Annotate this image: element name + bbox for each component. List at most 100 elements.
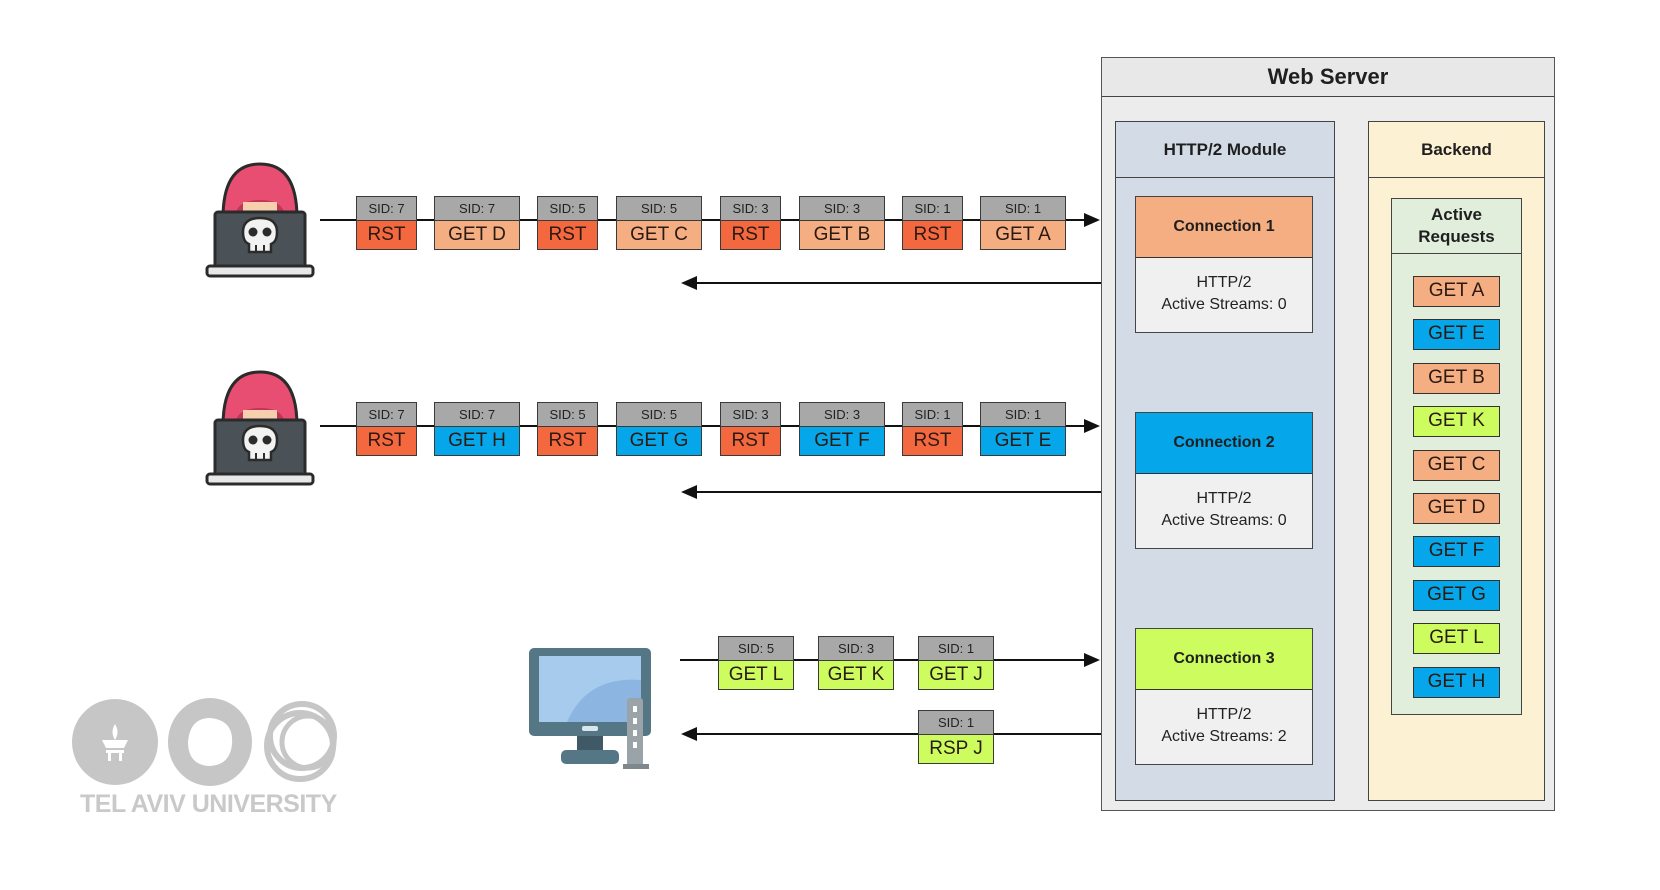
- frame-type-label: RST: [356, 220, 417, 250]
- stream-id-label: SID: 1: [980, 402, 1066, 426]
- stream-id-label: SID: 1: [918, 636, 994, 660]
- stream-id-label: SID: 3: [720, 196, 781, 220]
- active-requests-title: Active Requests: [1392, 199, 1521, 254]
- stream-id-label: SID: 5: [537, 196, 598, 220]
- university-name: TEL AVIV UNIVERSITY: [80, 790, 337, 818]
- frame-type-label: GET B: [799, 220, 885, 250]
- connection-title: Connection 2: [1136, 413, 1312, 474]
- frame-type-label: GET A: [980, 220, 1066, 250]
- response-arrow-line-2: [693, 491, 1101, 493]
- arrow-head-left-icon: [681, 276, 697, 290]
- frame-type-label: GET F: [799, 426, 885, 456]
- active-request-item: GET A: [1413, 276, 1500, 307]
- request-arrow-line-2: [320, 425, 1090, 427]
- frame-type-label: GET C: [616, 220, 702, 250]
- stream-id-label: SID: 7: [356, 196, 417, 220]
- frame-type-label: RST: [356, 426, 417, 456]
- arrow-head-right-icon: [1084, 653, 1100, 667]
- frame-type-label: GET K: [818, 660, 894, 690]
- arrow-head-right-icon: [1084, 419, 1100, 433]
- stream-id-label: SID: 7: [434, 402, 520, 426]
- arrow-head-right-icon: [1084, 213, 1100, 227]
- hacker-laptop-icon: [205, 370, 315, 486]
- arrow-head-left-icon: [681, 727, 697, 741]
- stream-id-label: SID: 1: [902, 196, 963, 220]
- active-request-item: GET L: [1413, 623, 1500, 655]
- stream-id-label: SID: 3: [818, 636, 894, 660]
- frame-type-label: GET L: [718, 660, 794, 690]
- client: [527, 646, 657, 772]
- connection-2: Connection 2 HTTP/2 Active Streams: 0: [1135, 412, 1313, 549]
- frame-type-label: RST: [720, 220, 781, 250]
- http2-module-title: HTTP/2 Module: [1116, 122, 1334, 178]
- attacker-2: [205, 368, 315, 490]
- active-request-item: GET G: [1413, 579, 1500, 611]
- desktop-computer-icon: [529, 648, 651, 769]
- stream-id-label: SID: 7: [356, 402, 417, 426]
- web-server-title: Web Server: [1102, 58, 1554, 97]
- connection-active-streams: Active Streams: 0: [1161, 296, 1287, 313]
- stream-id-label: SID: 1: [918, 710, 994, 734]
- connection-title: Connection 3: [1136, 629, 1312, 690]
- connection-info: HTTP/2 Active Streams: 0: [1136, 474, 1312, 532]
- stream-id-label: SID: 5: [537, 402, 598, 426]
- active-request-item: GET D: [1413, 493, 1500, 524]
- stream-id-label: SID: 7: [434, 196, 520, 220]
- frame-type-label: RST: [902, 220, 963, 250]
- tel-aviv-university-logo: [70, 696, 350, 788]
- request-arrow-line-1: [320, 219, 1090, 221]
- active-request-item: GET K: [1413, 406, 1500, 438]
- hacker-laptop-icon: [205, 162, 315, 278]
- connection-title: Connection 1: [1136, 197, 1312, 258]
- stream-id-label: SID: 5: [616, 402, 702, 426]
- backend-title: Backend: [1369, 122, 1544, 178]
- active-request-item: GET B: [1413, 362, 1500, 394]
- active-request-item: GET C: [1413, 449, 1500, 481]
- frame-type-label: GET G: [616, 426, 702, 456]
- stream-id-label: SID: 3: [720, 402, 781, 426]
- frame-type-label: GET J: [918, 660, 994, 690]
- stream-id-label: SID: 1: [980, 196, 1066, 220]
- stream-id-label: SID: 1: [902, 402, 963, 426]
- response-arrow-line-1: [693, 282, 1101, 284]
- frame-type-label: RSP J: [918, 734, 994, 764]
- connection-protocol: HTTP/2: [1196, 274, 1252, 291]
- frame-type-label: RST: [902, 426, 963, 456]
- connection-active-streams: Active Streams: 2: [1161, 728, 1287, 745]
- connection-protocol: HTTP/2: [1196, 706, 1252, 723]
- frame-type-label: RST: [537, 220, 598, 250]
- connection-info: HTTP/2 Active Streams: 2: [1136, 690, 1312, 748]
- frame-type-label: GET E: [980, 426, 1066, 456]
- active-request-item: GET F: [1413, 536, 1500, 568]
- frame-type-label: GET H: [434, 426, 520, 456]
- frame-type-label: RST: [537, 426, 598, 456]
- attacker-1: [205, 160, 315, 282]
- active-request-item: GET H: [1413, 666, 1500, 698]
- connection-1: Connection 1 HTTP/2 Active Streams: 0: [1135, 196, 1313, 333]
- connection-protocol: HTTP/2: [1196, 490, 1252, 507]
- stream-id-label: SID: 5: [718, 636, 794, 660]
- frame-type-label: RST: [720, 426, 781, 456]
- response-arrow-line-3: [693, 733, 1101, 735]
- connection-active-streams: Active Streams: 0: [1161, 512, 1287, 529]
- stream-id-label: SID: 3: [799, 402, 885, 426]
